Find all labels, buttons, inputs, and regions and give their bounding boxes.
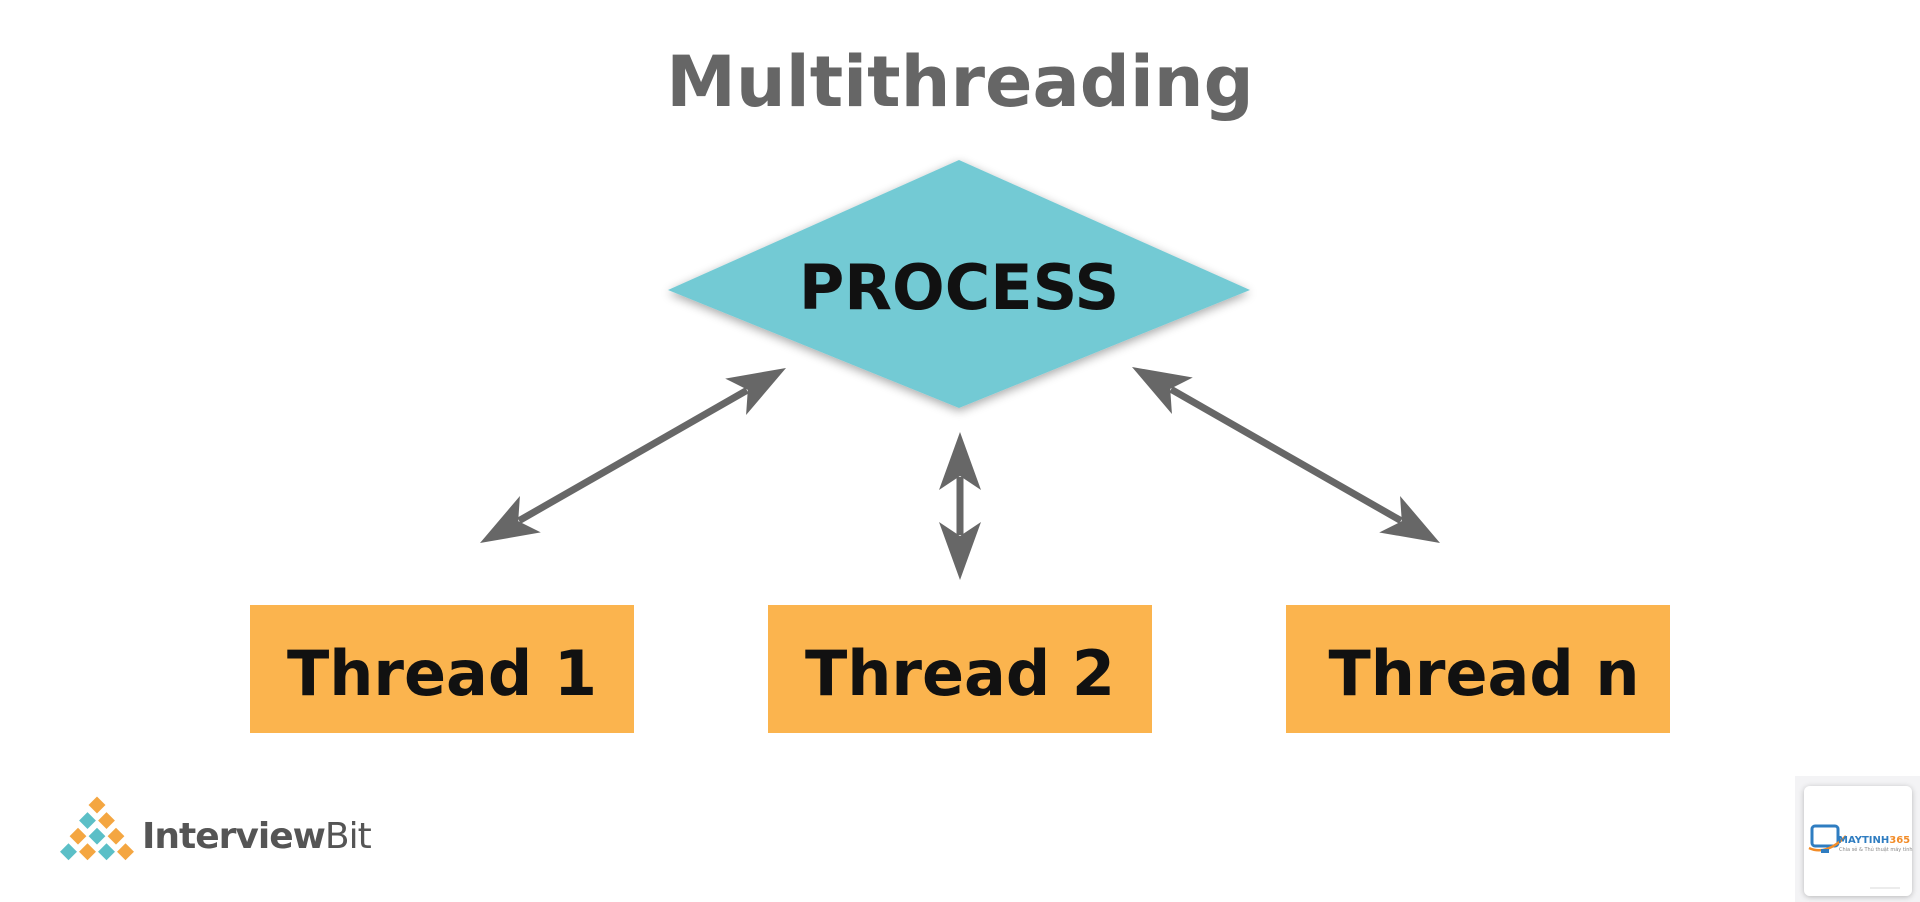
- interviewbit-logo-icon: [57, 794, 137, 863]
- logo-diamond: [86, 794, 108, 816]
- thread-node-n: Thread n: [1286, 605, 1670, 733]
- arrow-process-thread-1-head-start: [725, 368, 786, 416]
- svg-text:InterviewBit: InterviewBit: [142, 816, 372, 857]
- arrow-process-thread-n: [1132, 367, 1440, 543]
- thread-node-2: Thread 2: [768, 605, 1152, 733]
- logo-diamond: [114, 841, 137, 863]
- arrow-process-thread-n-head-start: [1132, 367, 1193, 415]
- process-label: PROCESS: [799, 251, 1119, 324]
- thread-label-1: Thread 1: [287, 637, 597, 710]
- watermark-brand-number: 365: [1889, 835, 1910, 846]
- thread-node-1: Thread 1: [250, 605, 634, 733]
- arrow-process-thread-n-shaft: [1169, 386, 1403, 524]
- thread-box-1: [250, 605, 634, 733]
- logo-diamond: [86, 825, 108, 847]
- watermark-brand: MAYTINH: [1838, 835, 1889, 846]
- logo-diamond: [95, 810, 118, 832]
- brand-name-bit: Bit: [325, 816, 372, 857]
- logo-diamond: [76, 810, 99, 832]
- thread-box-n: [1286, 605, 1670, 733]
- process-diamond: [668, 160, 1250, 408]
- arrow-process-thread-2: [939, 432, 981, 580]
- thread-label-n: Thread n: [1329, 637, 1640, 710]
- brand-name-interview: Interview: [142, 816, 326, 857]
- watermark-badge: MAYTINH365 Chia sẻ & Thủ thuật máy tính: [1795, 776, 1920, 902]
- arrow-process-thread-1: [480, 368, 786, 543]
- monitor-icon: [1808, 824, 1847, 853]
- arrows: [480, 367, 1440, 580]
- logo-diamond: [76, 841, 99, 863]
- logo-diamond: [105, 825, 127, 847]
- logo-diamond: [57, 841, 80, 863]
- logo-diamond: [67, 825, 89, 847]
- watermark-tagline: Chia sẻ & Thủ thuật máy tính: [1839, 846, 1913, 853]
- arrow-process-thread-n-head-end: [1379, 495, 1440, 543]
- arrow-process-thread-1-head-end: [480, 495, 541, 543]
- interviewbit-logo: InterviewBit: [57, 794, 373, 863]
- arrow-process-thread-2-head-start: [939, 432, 981, 490]
- thread-box-2: [768, 605, 1152, 733]
- arrow-process-thread-2-head-end: [939, 522, 981, 580]
- diagram-title: Multithreading: [666, 41, 1254, 123]
- logo-diamond: [95, 841, 118, 863]
- thread-label-2: Thread 2: [805, 637, 1115, 710]
- process-node: PROCESS: [668, 160, 1250, 408]
- svg-text:MAYTINH365: MAYTINH365: [1838, 835, 1910, 846]
- arrow-process-thread-1-shaft: [517, 387, 749, 524]
